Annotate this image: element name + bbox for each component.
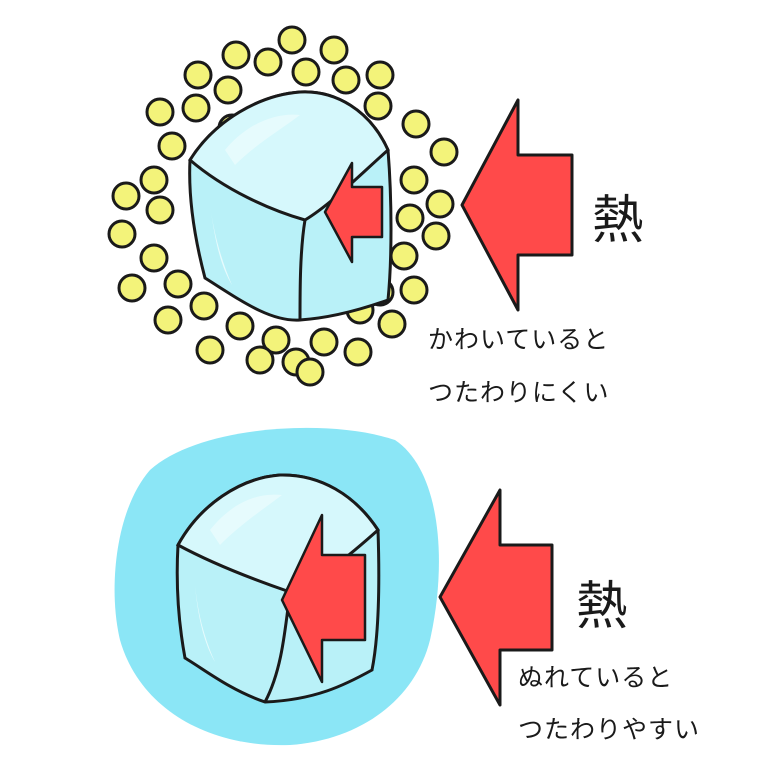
wet-small-heat-arrow <box>280 513 367 684</box>
wet-caption-line1: ぬれていると <box>518 663 674 692</box>
air-particle <box>181 93 211 123</box>
air-particle <box>157 131 187 161</box>
air-particle <box>213 75 243 105</box>
wet-ice-highlight <box>210 494 282 545</box>
dry-caption-line1: かわいていると <box>428 325 610 354</box>
wet-big-heat-arrow <box>438 488 554 707</box>
air-particle <box>309 327 339 357</box>
air-particle <box>221 40 251 70</box>
dry-big-heat-arrow <box>460 98 574 312</box>
air-particle <box>399 165 429 195</box>
air-particle <box>421 221 451 251</box>
air-particle <box>245 345 275 375</box>
air-particle <box>107 219 137 249</box>
air-particle <box>253 47 283 77</box>
air-particle <box>225 311 255 341</box>
wet-panel <box>114 427 554 746</box>
air-particle <box>261 325 291 355</box>
air-particle <box>377 309 407 339</box>
air-particle <box>429 137 459 167</box>
air-particle <box>145 195 175 225</box>
air-particle <box>399 275 429 305</box>
air-particle <box>153 305 183 335</box>
dry-caption-line2: つたわりにくい <box>428 378 610 407</box>
air-particle <box>145 97 175 127</box>
air-particle <box>189 291 219 321</box>
air-particle <box>295 357 325 387</box>
air-particle <box>139 165 169 195</box>
air-particle <box>319 35 349 65</box>
wet-ice-cube <box>175 473 381 704</box>
air-particle <box>365 60 395 90</box>
wet-heat-label: 熱 <box>576 577 629 637</box>
air-particle <box>363 91 393 121</box>
air-particle <box>183 60 213 90</box>
air-particle <box>343 337 373 367</box>
dry-ice-cube-edge <box>298 219 307 321</box>
air-particle <box>395 203 425 233</box>
air-particle <box>195 335 225 365</box>
dry-small-heat-arrow <box>323 161 384 264</box>
dry-ice-highlight <box>225 114 300 165</box>
wet-caption-line2: つたわりやすい <box>518 715 701 744</box>
air-particle <box>331 65 361 95</box>
air-particle <box>117 273 147 303</box>
air-particle <box>139 243 169 273</box>
dry-panel <box>107 25 574 387</box>
air-particle <box>277 25 307 55</box>
dry-heat-label: 熱 <box>592 191 645 251</box>
air-particle <box>401 109 431 139</box>
air-particle <box>389 241 419 271</box>
air-particle <box>163 269 193 299</box>
air-particle <box>111 181 141 211</box>
air-particle <box>291 57 321 87</box>
air-particle <box>425 189 455 219</box>
